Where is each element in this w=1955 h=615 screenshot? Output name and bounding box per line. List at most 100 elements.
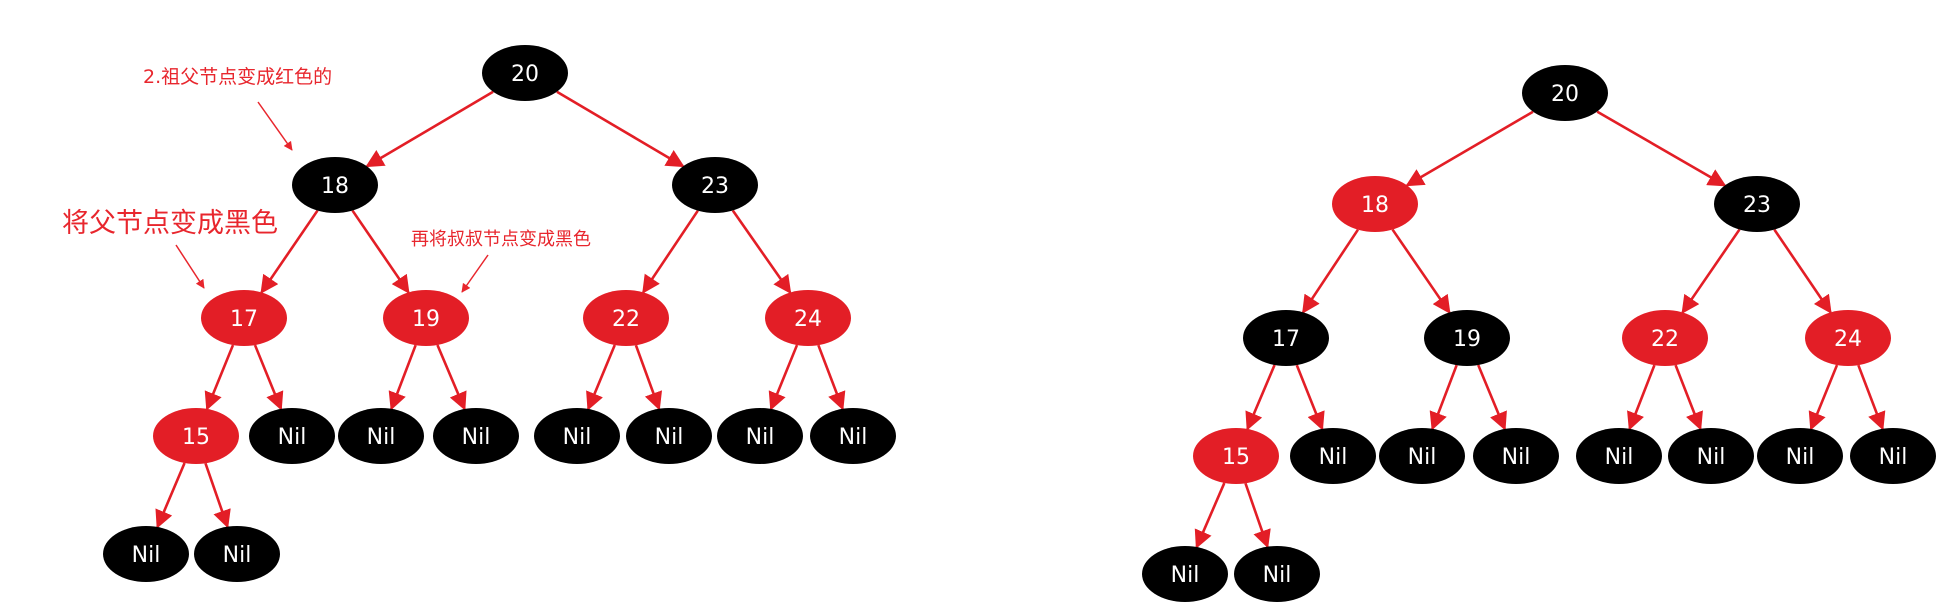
after-node-n15: 15 [1193,428,1279,484]
after-node-label: 20 [1551,82,1579,107]
after-edge-n18-n17 [1301,228,1360,314]
before-edge-n17-n15 [204,344,235,411]
after-node-n15r: Nil [1234,546,1320,602]
after-edge-n24-n24l [1808,364,1839,431]
after-edge-n18-n19 [1391,228,1451,314]
before-node-n15: 15 [153,408,239,464]
after-edge-n24-n24r [1857,364,1886,431]
after-node-shape [1757,428,1843,484]
before-edge-n19-n19l [388,344,417,411]
after-node-label: 22 [1651,327,1679,352]
before-node-label: 20 [511,62,539,87]
after-node-n24r: Nil [1850,428,1936,484]
after-node-n24: 24 [1805,310,1891,366]
after-node-shape [1576,428,1662,484]
after-node-shape [1522,65,1608,121]
before-node-shape [433,408,519,464]
before-edge-n24-n24l [768,344,799,411]
after-edge-n20-n18 [1405,110,1534,187]
before-edge-n17-n17r [253,344,284,411]
after-node-label: 19 [1453,327,1481,352]
after-node-shape [1243,310,1329,366]
before-node-label: Nil [278,425,307,450]
before-edge-n15-n15r [204,462,231,529]
before-node-n22l: Nil [534,408,620,464]
annotation-parent-black: 将父节点变成黑色 [62,208,278,239]
before-edge-n15-n15l [155,462,186,529]
before-edge-n22-n22r [634,344,663,411]
before-node-label: 17 [230,307,258,332]
before-node-n19: 19 [383,290,469,346]
after-node-n22: 22 [1622,310,1708,366]
before-node-n22: 22 [583,290,669,346]
before-node-shape [249,408,335,464]
after-node-shape [1805,310,1891,366]
before-node-label: 24 [794,307,822,332]
after-node-n22l: Nil [1576,428,1662,484]
before-node-label: Nil [746,425,775,450]
before-node-label: 15 [182,425,210,450]
before-node-label: Nil [563,425,592,450]
before-node-n22r: Nil [626,408,712,464]
after-node-label: Nil [1879,445,1908,470]
after-node-n23: 23 [1714,176,1800,232]
after-node-n22r: Nil [1668,428,1754,484]
after-edge-n20-n23 [1596,110,1727,187]
after-node-label: Nil [1408,445,1437,470]
after-node-shape [1379,428,1465,484]
before-node-n15r: Nil [194,526,280,582]
before-node-label: Nil [223,543,252,568]
after-edge-n17-n17r [1295,364,1325,431]
after-node-shape [1142,546,1228,602]
after-node-shape [1668,428,1754,484]
before-node-label: Nil [655,425,684,450]
after-node-label: Nil [1319,445,1348,470]
after-node-shape [1424,310,1510,366]
before-node-shape [338,408,424,464]
after-edge-n19-n19r [1477,364,1507,431]
before-node-n19r: Nil [433,408,519,464]
after-node-n17: 17 [1243,310,1329,366]
after-node-n24l: Nil [1757,428,1843,484]
after-node-n18: 18 [1332,176,1418,232]
after-node-n15l: Nil [1142,546,1228,602]
before-edge-n18-n17 [260,209,319,294]
before-node-shape [194,526,280,582]
before-node-shape [383,290,469,346]
annotation-uncle-black: 再将叔叔节点变成黑色 [411,229,591,250]
before-node-label: Nil [839,425,868,450]
before-node-shape [717,408,803,464]
after-node-label: Nil [1697,445,1726,470]
after-node-shape [1714,176,1800,232]
after-node-shape [1332,176,1418,232]
after-edge-n17-n15 [1245,364,1276,431]
after-edge-n15-n15l [1194,482,1226,549]
before-edge-n20-n18 [365,90,494,168]
before-edge-n24-n24r [817,344,846,411]
before-node-n24r: Nil [810,408,896,464]
after-edge-n23-n22 [1681,228,1741,314]
before-node-shape [534,408,620,464]
before-node-shape [810,408,896,464]
after-node-shape [1622,310,1708,366]
after-node-label: Nil [1171,563,1200,588]
before-node-label: 19 [412,307,440,332]
before-node-n20: 20 [482,45,568,101]
after-node-label: 15 [1222,445,1250,470]
before-node-shape [765,290,851,346]
after-node-shape [1850,428,1936,484]
before-node-n17r: Nil [249,408,335,464]
after-edge-n22-n22l [1627,364,1656,431]
after-node-shape [1290,428,1376,484]
before-node-shape [626,408,712,464]
after-node-n19l: Nil [1379,428,1465,484]
after-edge-n15-n15r [1244,482,1271,549]
after-node-n19r: Nil [1473,428,1559,484]
after-node-label: 23 [1743,193,1771,218]
before-node-n23: 23 [672,157,758,213]
before-node-shape [292,157,378,213]
after-node-n20: 20 [1522,65,1608,121]
after-node-label: Nil [1605,445,1634,470]
annotation-grandparent-red: 2.祖父节点变成红色的 [143,66,332,88]
